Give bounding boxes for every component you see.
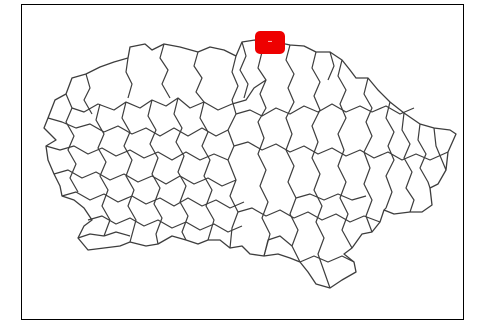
map-marker-button[interactable]: – [255,31,285,54]
map-outline [43,39,457,289]
internal-boundaries [45,41,449,289]
